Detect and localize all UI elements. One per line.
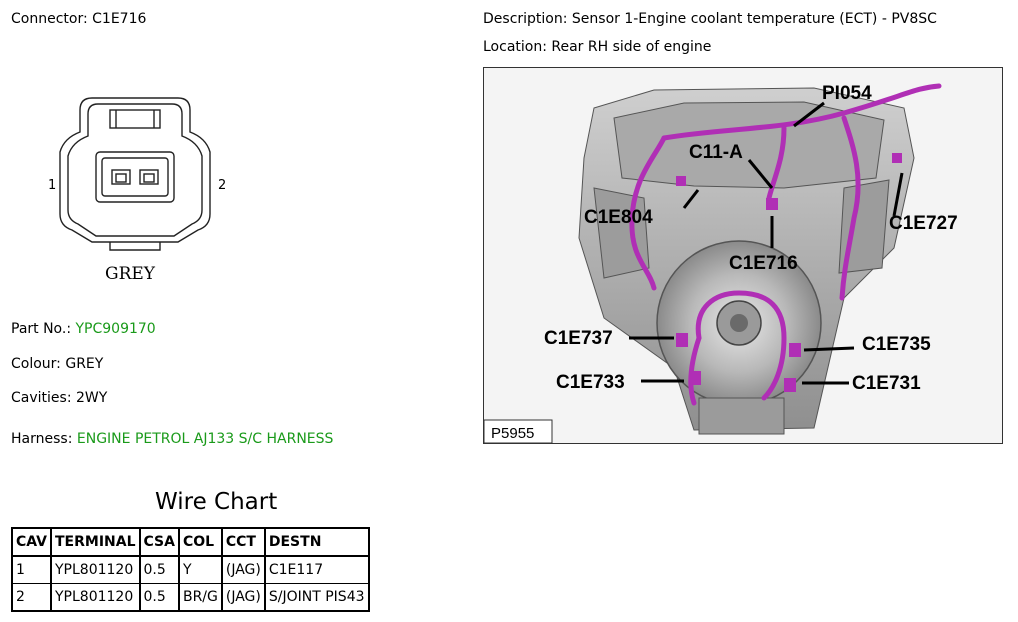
callout-pi054: PI054 — [822, 83, 872, 104]
part-no-link[interactable]: YPC909170 — [75, 321, 156, 337]
location-value: Rear RH side of engine — [551, 39, 712, 55]
cell-cav: 1 — [11, 555, 52, 584]
col-csa: CSA — [139, 527, 180, 557]
harness-row: Harness: ENGINE PETROL AJ133 S/C HARNESS — [11, 431, 333, 447]
harness-label: Harness: — [11, 431, 73, 447]
connector-color-label: GREY — [105, 264, 156, 284]
callout-c1e737: C1E737 — [544, 328, 613, 349]
wire-chart-table: CAV TERMINAL CSA COL CCT DESTN 1 YPL8011… — [11, 527, 370, 612]
callout-c1e733: C1E733 — [556, 372, 625, 393]
part-no-row: Part No.: YPC909170 — [11, 321, 156, 337]
cell-cct: (JAG) — [221, 583, 266, 612]
cavities-row: Cavities: 2WY — [11, 390, 107, 406]
description-label: Description: — [483, 11, 568, 27]
cell-csa: 0.5 — [139, 583, 180, 612]
description-value: Sensor 1-Engine coolant temperature (ECT… — [571, 11, 937, 27]
colour-label: Colour: — [11, 356, 61, 372]
cell-destn: C1E117 — [264, 555, 370, 584]
col-cav: CAV — [11, 527, 52, 557]
cell-csa: 0.5 — [139, 555, 180, 584]
wire-chart-header-row: CAV TERMINAL CSA COL CCT DESTN — [11, 527, 370, 557]
part-no-label: Part No.: — [11, 321, 72, 337]
callout-c1e735: C1E735 — [862, 334, 931, 355]
table-row: 2 YPL801120 0.5 BR/G (JAG) S/JOINT PIS43 — [11, 583, 370, 612]
callout-c1e804: C1E804 — [584, 207, 653, 228]
pin-2-label: 2 — [218, 178, 226, 193]
cell-cav: 2 — [11, 583, 52, 612]
harness-link[interactable]: ENGINE PETROL AJ133 S/C HARNESS — [76, 431, 334, 447]
cell-cct: (JAG) — [221, 555, 266, 584]
callout-c1e727: C1E727 — [889, 213, 958, 234]
cell-terminal: YPL801120 — [50, 555, 141, 584]
description-heading: Description: Sensor 1-Engine coolant tem… — [483, 11, 937, 27]
connector-label: Connector: — [11, 11, 88, 27]
col-col: COL — [178, 527, 223, 557]
connector-heading: Connector: C1E716 — [11, 11, 146, 27]
location-label: Location: — [483, 39, 547, 55]
cell-terminal: YPL801120 — [50, 583, 141, 612]
picture-id: P5955 — [491, 425, 534, 442]
cell-col: Y — [178, 555, 223, 584]
cell-destn: S/JOINT PIS43 — [264, 583, 370, 612]
callout-c11-a: C11-A — [689, 142, 743, 163]
engine-location-image: PI054 C11-A C1E804 C1E727 C1E716 C1E737 … — [483, 67, 1003, 444]
pin-1-label: 1 — [48, 178, 56, 193]
col-terminal: TERMINAL — [50, 527, 141, 557]
cavities-label: Cavities: — [11, 390, 72, 406]
table-row: 1 YPL801120 0.5 Y (JAG) C1E117 — [11, 555, 370, 584]
callout-c1e716: C1E716 — [729, 253, 798, 274]
engine-illustration: PI054 C11-A C1E804 C1E727 C1E716 C1E737 … — [484, 83, 958, 443]
cavities-value: 2WY — [76, 390, 108, 406]
col-cct: CCT — [221, 527, 266, 557]
location-heading: Location: Rear RH side of engine — [483, 39, 711, 55]
col-destn: DESTN — [264, 527, 370, 557]
wire-chart-title: Wire Chart — [155, 489, 278, 515]
colour-row: Colour: GREY — [11, 356, 103, 372]
callout-c1e731: C1E731 — [852, 373, 921, 394]
colour-value: GREY — [65, 356, 104, 372]
connector-face-diagram: 1 2 GREY — [48, 97, 226, 284]
connector-value: C1E716 — [92, 11, 147, 27]
cell-col: BR/G — [178, 583, 223, 612]
